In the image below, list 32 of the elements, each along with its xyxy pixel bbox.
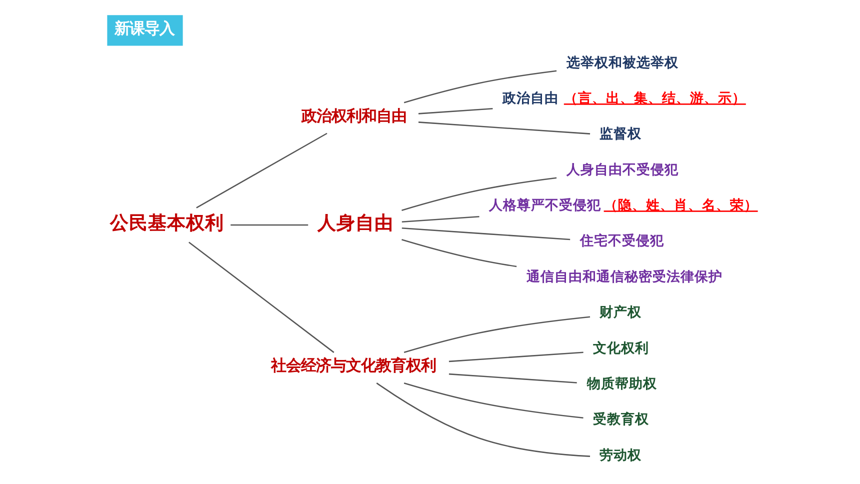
connector	[196, 132, 327, 208]
node-text: 监督权	[599, 126, 642, 142]
connector	[401, 216, 479, 223]
node-text: 劳动权	[599, 447, 642, 464]
node-text: 政治权利和自由	[300, 106, 406, 125]
connector	[403, 70, 556, 104]
node-text: 政治自由 （言、出、集、结、游、示）	[502, 90, 746, 106]
connector	[376, 382, 590, 457]
connector	[188, 242, 334, 353]
connector	[418, 122, 590, 134]
node-text: 文化权利	[592, 340, 648, 356]
node-text: 物质帮助权	[586, 376, 656, 392]
node-text: 公民基本权利	[110, 212, 224, 234]
connector	[448, 373, 576, 384]
connector	[401, 177, 556, 211]
node-text: 社会经济与文化教育权利	[270, 356, 436, 375]
connector	[401, 228, 570, 240]
connector	[403, 316, 590, 354]
connector	[230, 224, 308, 226]
diagram-title: 新课导入	[114, 19, 174, 38]
node-text: 住宅不受侵犯	[580, 233, 664, 250]
node-text: 人格尊严不受侵犯 （隐、姓、肖、名、荣）	[488, 198, 758, 214]
connector	[401, 239, 516, 268]
node-text: 人身自由	[316, 212, 393, 234]
node-text: 财产权	[599, 304, 642, 321]
connector	[448, 352, 583, 362]
node-text: 选举权和被选举权	[566, 54, 678, 71]
node-text: 通信自由和通信秘密受法律保护	[526, 268, 722, 285]
node-text: 人身自由不受侵犯	[566, 162, 678, 178]
node-text: 受教育权	[592, 412, 648, 428]
connector	[403, 382, 583, 419]
connector	[418, 108, 492, 114]
